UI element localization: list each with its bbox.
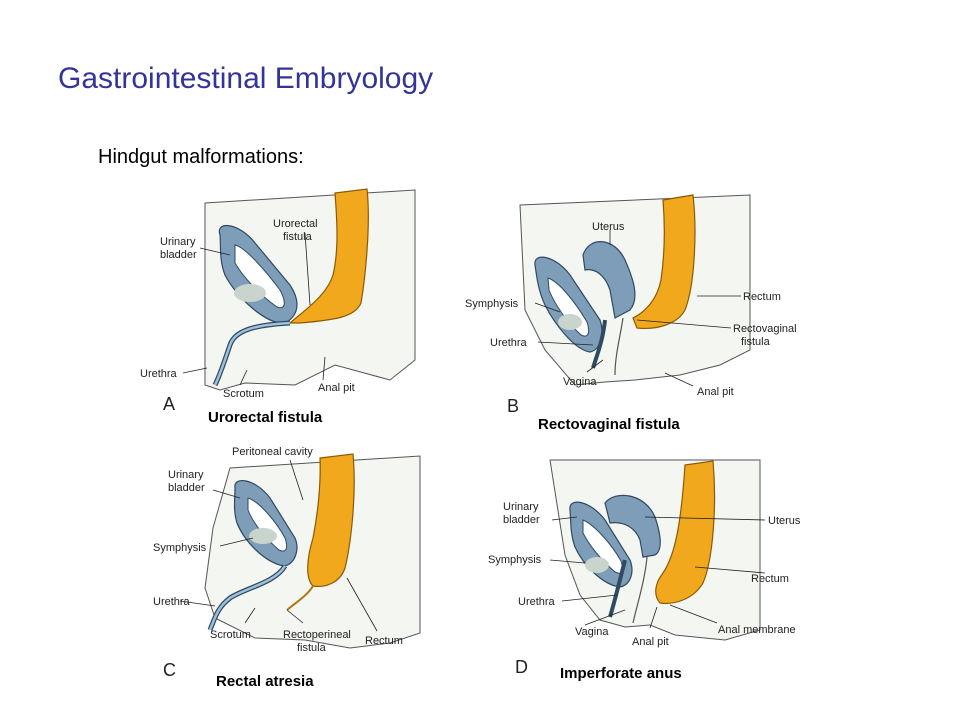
panel-a-caption: Urorectal fistula xyxy=(208,409,323,426)
label-rectum-c: Rectum xyxy=(365,635,403,647)
label-anal-pit-d: Anal pit xyxy=(632,636,669,648)
label-scrotum-c: Scrotum xyxy=(210,629,251,641)
label-urorectal-fistula-2: fistula xyxy=(283,231,313,243)
label-rectum-b: Rectum xyxy=(743,291,781,303)
label-urethra-a: Urethra xyxy=(140,368,178,380)
label-anal-pit-b: Anal pit xyxy=(697,386,734,398)
panel-a-diagram: Urinary bladder Urorectal fistula Urethr… xyxy=(140,188,416,414)
panel-d-caption: Imperforate anus xyxy=(560,665,682,682)
panel-a-symphysis xyxy=(234,284,266,302)
label-uterus-d: Uterus xyxy=(768,515,801,527)
panel-d-letter: D xyxy=(515,657,528,677)
panel-d-uterus xyxy=(604,494,661,558)
panel-b-uterus xyxy=(582,241,636,319)
label-urorectal-fistula: Urorectal xyxy=(273,218,318,230)
label-urethra-b: Urethra xyxy=(490,337,528,349)
panel-c-bladder-lumen xyxy=(247,497,288,552)
panel-c-letter: C xyxy=(163,660,176,680)
label-anal-membrane: Anal membrane xyxy=(718,624,796,636)
label-symphysis-b: Symphysis xyxy=(465,298,519,310)
panel-c-rectum xyxy=(307,453,355,588)
label-anal-pit-a: Anal pit xyxy=(318,382,355,394)
panel-b-caption: Rectovaginal fistula xyxy=(538,416,680,433)
label-rectovaginal-fistula: Rectovaginal xyxy=(733,323,797,335)
panel-b-diagram: Uterus Symphysis Rectum Rectovaginal fis… xyxy=(465,194,797,416)
panel-b-urethra xyxy=(591,319,607,369)
panel-a-bladder-lumen xyxy=(234,244,285,309)
label-vagina-b: Vagina xyxy=(563,376,597,388)
label-symphysis-d: Symphysis xyxy=(488,554,542,566)
label-urinary-bladder-d: Urinary xyxy=(503,501,539,513)
label-urethra-c: Urethra xyxy=(153,596,191,608)
slide-subtitle: Hindgut malformations: xyxy=(98,146,304,168)
label-urinary-bladder-d-2: bladder xyxy=(503,514,540,526)
label-urinary-bladder-c-2: bladder xyxy=(168,482,205,494)
label-rectoperineal-fistula: Rectoperineal xyxy=(283,629,351,641)
panel-c-caption: Rectal atresia xyxy=(216,673,314,690)
label-scrotum-a: Scrotum xyxy=(223,388,264,400)
label-rectum-d: Rectum xyxy=(751,573,789,585)
label-urinary-bladder-a-2: bladder xyxy=(160,249,197,261)
panel-d-urethra xyxy=(608,559,627,618)
panel-b-symphysis xyxy=(558,314,582,330)
panel-d-vagina xyxy=(632,556,648,624)
label-peritoneal-cavity: Peritoneal cavity xyxy=(232,446,313,458)
label-urinary-bladder-a: Urinary xyxy=(160,236,196,248)
panel-c-rectoperineal-fistula xyxy=(286,585,314,611)
panel-a-rectum xyxy=(288,188,369,324)
panel-c-diagram: Peritoneal cavity Urinary bladder Symphy… xyxy=(153,446,421,680)
label-rectovaginal-fistula-2: fistula xyxy=(741,336,771,348)
panel-c-symphysis xyxy=(249,528,277,544)
panel-a-letter: A xyxy=(163,394,175,414)
panel-b-letter: B xyxy=(507,396,519,416)
label-vagina-d: Vagina xyxy=(575,626,609,638)
panel-d-diagram: Urinary bladder Uterus Symphysis Rectum … xyxy=(488,459,801,677)
panel-b-rectum xyxy=(632,194,696,330)
slide-title: Gastrointestinal Embryology xyxy=(58,62,434,95)
panel-b-vagina xyxy=(614,317,624,376)
label-symphysis-c: Symphysis xyxy=(153,542,207,554)
label-urethra-d: Urethra xyxy=(518,596,556,608)
label-uterus-b: Uterus xyxy=(592,221,625,233)
label-rectoperineal-fistula-2: fistula xyxy=(297,642,327,654)
label-urinary-bladder-c: Urinary xyxy=(168,469,204,481)
panel-d-symphysis xyxy=(585,557,609,573)
